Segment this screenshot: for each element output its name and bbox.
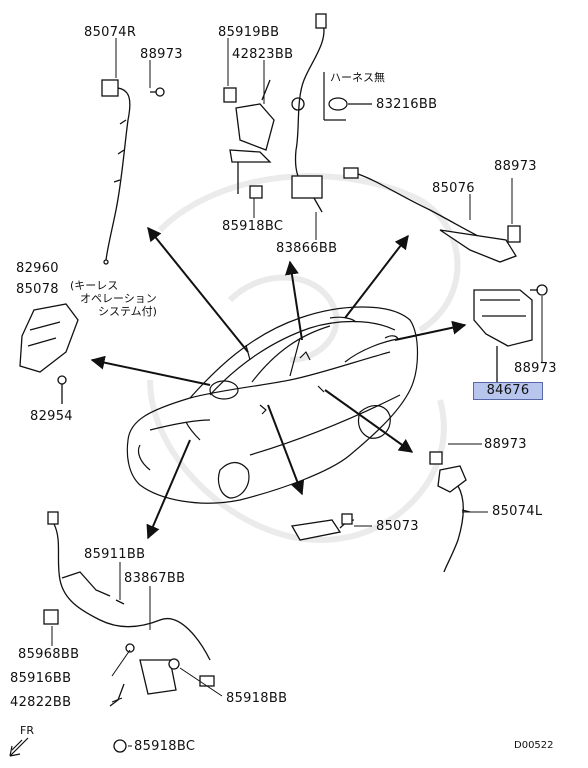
part-label-83216bb[interactable]: 83216BB xyxy=(376,97,438,112)
harness-85076 xyxy=(343,167,521,263)
leader-lines xyxy=(51,38,543,747)
part-label-82954[interactable]: 82954 xyxy=(30,409,73,424)
front-label: FR xyxy=(20,724,34,737)
part-label-85911bb[interactable]: 85911BB xyxy=(84,547,146,562)
highlighted-part-84676[interactable]: 84676 xyxy=(473,382,543,400)
harness-85074r xyxy=(101,79,165,265)
part-label-85074l[interactable]: 85074L xyxy=(492,504,543,519)
harness-none-note: ハーネス無 xyxy=(330,71,385,84)
part-label-88973[interactable]: 88973 xyxy=(514,361,557,376)
keyless-note-line3: システム付) xyxy=(98,305,157,318)
harness-85074l xyxy=(429,451,471,573)
unit-85078 xyxy=(19,303,79,404)
diagram-code: D00522 xyxy=(514,740,554,751)
part-label-84676: 84676 xyxy=(486,383,530,398)
part-label-85916bb[interactable]: 85916BB xyxy=(10,671,72,686)
keyless-note-line1: (キーレス xyxy=(70,279,119,292)
part-label-85919bb[interactable]: 85919BB xyxy=(218,25,280,40)
part-label-42822bb[interactable]: 42822BB xyxy=(10,695,72,710)
part-label-88973[interactable]: 88973 xyxy=(140,47,183,62)
part-label-85918bc[interactable]: 85918BC xyxy=(134,739,196,754)
part-label-83866bb[interactable]: 83866BB xyxy=(276,241,338,256)
pointer-arrows xyxy=(90,226,467,540)
watermark xyxy=(147,173,461,544)
part-label-85078[interactable]: 85078 xyxy=(16,282,59,297)
part-label-42823bb[interactable]: 42823BB xyxy=(232,47,294,62)
part-label-88973[interactable]: 88973 xyxy=(484,437,527,452)
module-84676 xyxy=(473,284,548,382)
grommet-83216bb xyxy=(323,72,372,121)
part-label-85918bc[interactable]: 85918BC xyxy=(222,219,284,234)
part-label-85076[interactable]: 85076 xyxy=(432,181,475,196)
keyless-note-line2: オペレーション xyxy=(80,292,157,305)
part-label-85074r[interactable]: 85074R xyxy=(84,25,137,40)
vehicle-outline xyxy=(126,306,419,504)
harness-bottom-left xyxy=(43,511,215,753)
sensor-85073 xyxy=(290,513,355,541)
part-label-85918bb[interactable]: 85918BB xyxy=(226,691,288,706)
sensor-42823bb xyxy=(223,13,327,213)
part-label-85073[interactable]: 85073 xyxy=(376,519,419,534)
part-label-85968bb[interactable]: 85968BB xyxy=(18,647,80,662)
part-label-83867bb[interactable]: 83867BB xyxy=(124,571,186,586)
part-label-82960[interactable]: 82960 xyxy=(16,261,59,276)
part-label-88973[interactable]: 88973 xyxy=(494,159,537,174)
front-direction-arrow xyxy=(9,737,29,757)
